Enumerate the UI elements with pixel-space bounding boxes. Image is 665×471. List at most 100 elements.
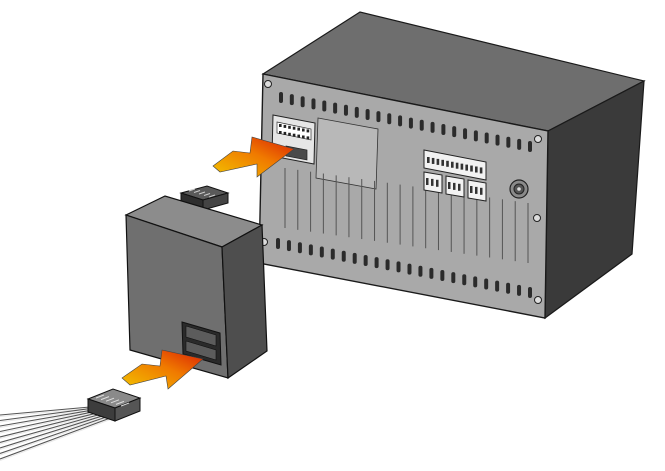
vent-slot [419, 119, 424, 131]
pin [115, 400, 125, 405]
vent-slot [363, 255, 368, 267]
wire-highlight [0, 409, 94, 423]
head-unit-bottom-vents [276, 238, 532, 298]
harness-plug-side [114, 397, 141, 422]
pin [292, 126, 296, 130]
pin [453, 182, 456, 190]
vent-slot [343, 104, 348, 116]
vent-slot [463, 128, 468, 140]
vent-slot [322, 100, 327, 112]
head-unit-aux-connectors [423, 149, 487, 202]
vent-slot [517, 138, 522, 150]
vent-slot [528, 141, 532, 152]
vent-slot [506, 282, 511, 294]
harness-wires [0, 406, 115, 461]
vent-slot [408, 117, 413, 129]
vent-slot [286, 240, 291, 252]
pin [448, 182, 451, 189]
pin [193, 190, 201, 193]
pin [475, 166, 478, 173]
vent-slot [418, 265, 423, 277]
vent-slot [452, 126, 457, 138]
pin [306, 136, 310, 140]
pin [475, 186, 478, 194]
pin [436, 179, 439, 187]
wire-highlight [0, 410, 97, 428]
vent-slot [385, 259, 390, 271]
vent-slot [308, 244, 313, 256]
pin [208, 194, 216, 198]
screw-icon [534, 296, 542, 304]
wire [0, 406, 91, 416]
vent-slot [319, 246, 324, 258]
pin [446, 160, 449, 167]
wire [0, 416, 115, 460]
pin [203, 193, 211, 196]
pin [436, 158, 440, 165]
wire [0, 410, 100, 433]
wire [0, 407, 94, 422]
vent-slot [517, 284, 522, 296]
adapter-side-face [221, 224, 268, 380]
head-unit-top-vents [279, 92, 532, 152]
pin [480, 187, 483, 195]
head-unit-label-panel [315, 117, 379, 190]
pin [292, 133, 296, 137]
pin [288, 132, 291, 136]
head-unit [258, 11, 646, 320]
pin [451, 161, 454, 168]
vent-slot [484, 132, 489, 144]
screw-icon [534, 135, 542, 143]
vent-slot [354, 106, 359, 118]
vent-slot [495, 280, 500, 292]
wire-highlight [0, 412, 103, 439]
pin [279, 124, 282, 127]
pin [441, 159, 444, 166]
arrow-adapter-to-head-unit [212, 136, 295, 178]
screw-icon [264, 80, 272, 88]
vent-slot [376, 111, 381, 123]
pin [465, 164, 468, 171]
vent-slot [506, 136, 511, 148]
vent-slot [300, 96, 305, 108]
vent-slot [276, 238, 280, 249]
vent-slot [333, 102, 338, 114]
wire [0, 414, 112, 455]
head-unit-screws [260, 80, 542, 304]
adapter-socket [181, 321, 222, 366]
vent-slot [374, 257, 379, 269]
vent-slot [528, 287, 532, 298]
wire [0, 408, 97, 427]
pin [427, 157, 430, 163]
vent-slot [365, 109, 370, 121]
pin [460, 163, 464, 170]
vent-slot [440, 269, 445, 281]
vent-slot [430, 121, 435, 133]
wire-harness-connector [0, 388, 142, 461]
pin [110, 399, 120, 404]
pin [283, 131, 287, 135]
vent-slot [429, 267, 434, 279]
pin [306, 129, 310, 133]
wire-highlight [0, 408, 91, 417]
head-unit-cooling-fins [284, 168, 529, 263]
pin [188, 188, 196, 192]
vent-slot [311, 98, 316, 110]
vent-slot [441, 123, 446, 135]
wire-highlight [0, 416, 112, 456]
vent-slot [341, 250, 346, 262]
wire-highlight [0, 417, 115, 461]
antenna-socket-icon [509, 179, 529, 199]
wire-highlight [0, 414, 106, 445]
wire-highlight [0, 411, 100, 434]
pin [455, 162, 459, 169]
vent-slot [473, 276, 478, 288]
vent-slot [484, 278, 489, 290]
pin [302, 135, 305, 139]
pin [283, 124, 287, 128]
vent-slot [495, 134, 500, 146]
vent-slot [279, 92, 283, 103]
pin [100, 396, 110, 401]
wire [0, 412, 106, 444]
